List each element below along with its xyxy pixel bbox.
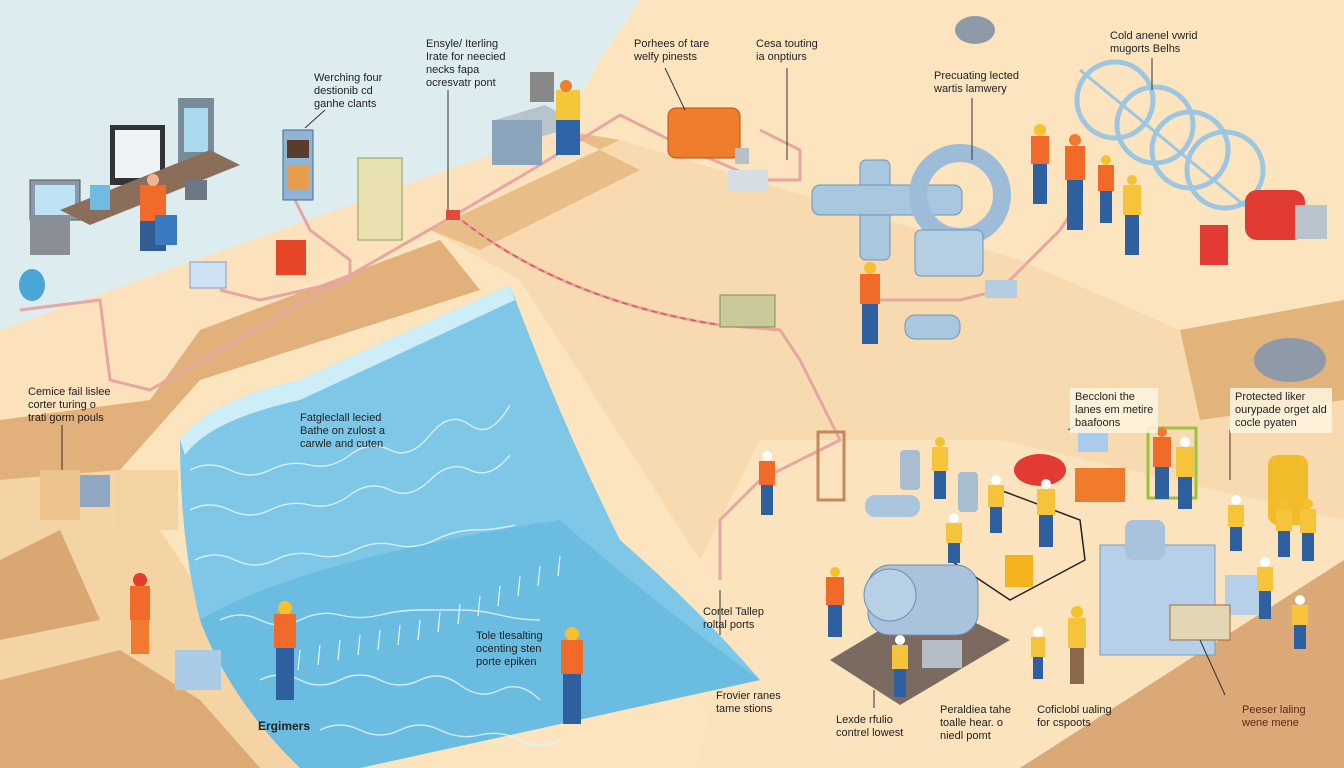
worker — [988, 475, 1004, 533]
worker — [1123, 175, 1141, 255]
mid-equipment — [80, 16, 1326, 690]
cliff-face-left — [0, 240, 480, 480]
worker — [1065, 134, 1085, 230]
worker — [1031, 627, 1045, 679]
left-plateau — [0, 130, 620, 420]
tray-drawer — [1169, 604, 1231, 641]
worker — [130, 573, 150, 654]
worker — [946, 513, 962, 563]
red-machines — [1014, 190, 1327, 486]
orange-case — [1075, 468, 1125, 502]
worker — [892, 635, 908, 697]
terrace-step-2 — [0, 650, 260, 768]
cylinder-2 — [958, 472, 978, 512]
laptop — [90, 185, 110, 210]
wheel-frames — [1074, 59, 1266, 212]
callout-cable-routing: Cesa touting ia onptiurs — [756, 38, 818, 63]
chair — [155, 215, 177, 245]
red-junction — [446, 210, 460, 220]
horizontal-pipe — [811, 184, 963, 216]
callout-operator-desk: Ensyle/ Iterling Irate for neecied necks… — [426, 38, 506, 89]
green-frame — [1146, 426, 1198, 500]
water-tank-small — [19, 269, 45, 301]
operator-station — [446, 72, 580, 220]
terrace-step-1 — [0, 530, 100, 640]
callout-motor-platform: Lexde rfulio contrel lowest — [836, 714, 904, 739]
worker — [932, 437, 948, 499]
rock-block-1 — [40, 470, 80, 520]
worker — [1228, 495, 1244, 551]
water-ripples — [189, 404, 561, 746]
worker — [1031, 124, 1049, 204]
worker — [1153, 427, 1171, 499]
boulder — [1254, 338, 1326, 382]
spillway-teeth — [297, 555, 561, 671]
warning-sign — [276, 240, 306, 275]
spillway-basin — [200, 520, 760, 768]
spillway-crest — [180, 285, 515, 455]
motor-pipe — [865, 495, 920, 517]
utility-box — [175, 650, 221, 690]
blue-crate — [1225, 575, 1259, 615]
callout-electrical-boxes: Beccloni the lanes em metire baafoons — [1070, 388, 1159, 433]
worker — [1292, 595, 1308, 649]
callout-spillway-bottom: Tole tlesalting ocenting sten porte epik… — [476, 630, 543, 668]
control-room-equipment — [19, 98, 403, 301]
callout-engineers: Ergimers — [258, 719, 311, 733]
parts-tray — [922, 640, 962, 668]
red-drum — [1014, 454, 1066, 486]
worker — [759, 451, 775, 515]
callout-control-room: Werching four destionib cd ganhe clants — [314, 72, 383, 110]
callout-protected-tank: Protected liker ourypade orget ald cocle… — [1230, 388, 1332, 433]
operator-yellow — [556, 90, 580, 120]
junction-box — [189, 261, 227, 289]
lower-pipe — [904, 314, 961, 340]
spare-chair — [185, 180, 207, 200]
callout-frontier-stations: Frovier ranes tame stions — [716, 690, 781, 715]
dashed-cable — [454, 214, 721, 326]
cliff-face-top — [430, 130, 640, 250]
worker — [1098, 155, 1114, 223]
callout-pump-station: Peraldiea tahe toalle hear. o niedl pomt — [940, 704, 1011, 742]
worker — [860, 262, 880, 344]
callout-orange-generator: Porhees of tare welfy pinests — [634, 38, 710, 63]
yellow-tank — [1268, 455, 1308, 525]
callout-press-machine: Peeser laling wene mene — [1242, 704, 1306, 729]
cylinder-1 — [900, 450, 920, 490]
worker — [1276, 499, 1292, 557]
yellow-toolbox — [1005, 555, 1033, 587]
worker — [274, 601, 296, 700]
worker — [1037, 479, 1055, 547]
orange-generator — [667, 107, 768, 192]
worker — [1300, 499, 1316, 561]
side-cabinet — [30, 215, 70, 255]
supply-shelf — [357, 157, 403, 241]
upper-plateau — [600, 0, 1344, 330]
callout-left-cliff: Cemice fail lislee corter turing o trati… — [28, 386, 111, 424]
motor-platform-group — [830, 495, 1010, 705]
rock-block-2 — [118, 470, 178, 530]
callout-turbine-pipe: Precuating lected wartis lamwery — [934, 70, 1019, 95]
pump-housing — [914, 229, 984, 277]
red-motor — [1245, 190, 1305, 240]
workers — [130, 124, 1316, 724]
worker — [561, 627, 583, 724]
callout-control-points: Cortel Tallep roltal ports — [703, 606, 764, 631]
top-boulder — [955, 16, 995, 44]
callout-wheel-frames: Cold anenel vwrid mugorts Belhs — [1110, 30, 1198, 55]
worker — [1068, 606, 1086, 684]
worker — [1176, 437, 1194, 509]
turbine-pipe-assembly — [811, 144, 1017, 340]
callout-cable-supports: Coficlobl ualing for cspoots — [1037, 704, 1112, 729]
worker — [826, 567, 844, 637]
red-box — [1200, 225, 1228, 265]
stone-box — [80, 475, 110, 507]
control-panel-box — [719, 294, 776, 328]
worker — [1257, 557, 1273, 619]
ladder — [816, 430, 846, 502]
central-slope — [430, 140, 1344, 560]
callout-spillway-top: Fatgleclall lecied Bathe on zulost a car… — [300, 412, 386, 450]
press-machine-group — [1099, 520, 1231, 656]
